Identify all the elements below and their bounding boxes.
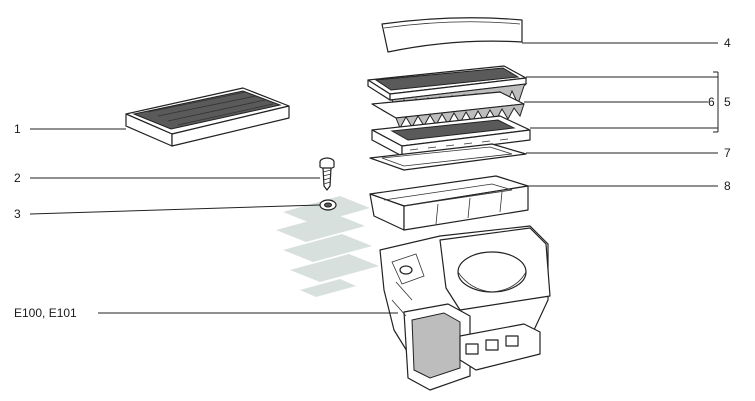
callout-2: 2	[14, 171, 21, 185]
callout-e100-e101: E100, E101	[14, 306, 77, 320]
callout-5: 5	[724, 95, 731, 109]
part-4-cover	[381, 17, 523, 53]
watermark-logo	[276, 196, 379, 297]
part-3-nut	[319, 199, 337, 211]
part-6-lower-filter	[371, 91, 525, 130]
leader-lines	[29, 42, 719, 314]
callout-1: 1	[14, 122, 21, 136]
part-8-housing	[369, 175, 529, 231]
callout-3: 3	[14, 207, 21, 221]
callout-8: 8	[724, 179, 731, 193]
part-2-screw	[319, 157, 335, 191]
part-6-frame	[371, 115, 531, 157]
callout-7: 7	[724, 146, 731, 160]
part-7-gasket	[369, 143, 527, 171]
callout-4: 4	[724, 36, 731, 50]
callout-6: 6	[708, 95, 715, 109]
blower-unit	[379, 225, 551, 391]
part-1-filter	[125, 87, 290, 147]
